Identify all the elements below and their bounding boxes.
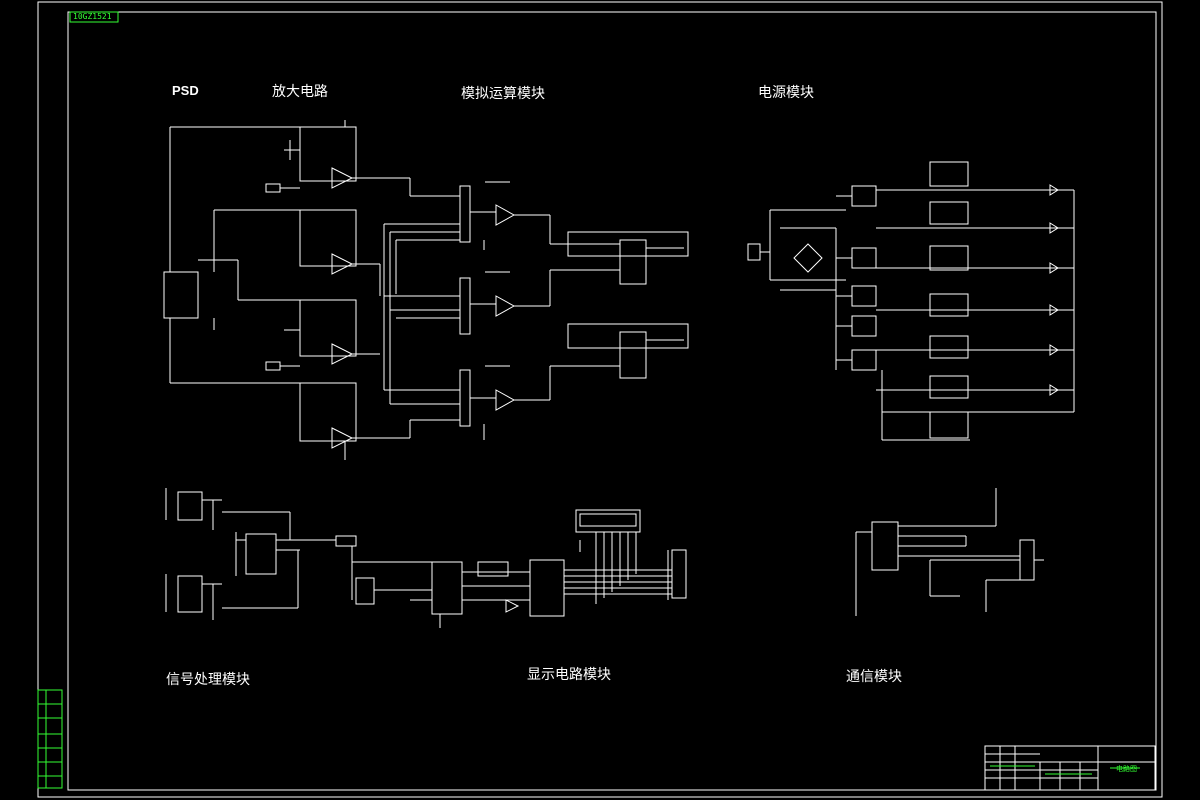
display-connector [671,549,687,599]
calc-opamp-3 [459,365,550,427]
adc-chip [245,533,277,575]
psd-sensor [163,271,199,319]
db9-connector [1019,539,1035,581]
amp-stage-3 [284,299,380,365]
power-input-connector [747,243,761,261]
amplifier-circuit [163,120,410,460]
display-circuit [351,509,687,628]
dcdc-modules [929,161,969,439]
lcd-panel [575,509,641,533]
inner-frame [67,11,1157,791]
revision-strip [37,689,63,789]
regulator-rows [836,185,877,371]
comm-circuit [855,488,1044,616]
divider-chip-1 [619,239,647,285]
label-psd: PSD [172,83,199,98]
calc-opamp-2 [459,271,550,335]
divider-chip-2 [619,331,647,379]
rs232-chip [871,521,899,571]
label-amplifier: 放大电路 [272,84,328,100]
ref-chip-1 [177,491,203,521]
amp-stage-1 [284,126,410,189]
title-block-name: 电路图 [1116,765,1137,773]
code-tag-box [69,11,119,23]
calc-opamp-1 [459,181,550,243]
label-signal-proc: 信号处理模块 [166,672,250,688]
bridge-rectifier [793,243,823,273]
mcu-chip [431,561,463,615]
label-comm: 通信模块 [846,669,902,685]
signal-proc-circuit [165,488,357,620]
outer-frame [37,1,1163,798]
amp-stage-2 [299,209,380,275]
power-circuit [747,161,1075,441]
title-block-green-text [990,765,1140,775]
title-block [984,745,1156,791]
ref-chip-2 [177,575,203,613]
label-power: 电源模块 [758,85,814,101]
output-diodes [1049,184,1059,396]
label-analog-calc: 模拟运算模块 [461,86,545,102]
amp-stage-4 [299,382,410,449]
display-driver-chip [529,559,565,617]
label-display: 显示电路模块 [527,667,611,683]
analog-calc-circuit [379,178,689,440]
drawing-code-tag: 10GZ1521 [73,12,112,21]
